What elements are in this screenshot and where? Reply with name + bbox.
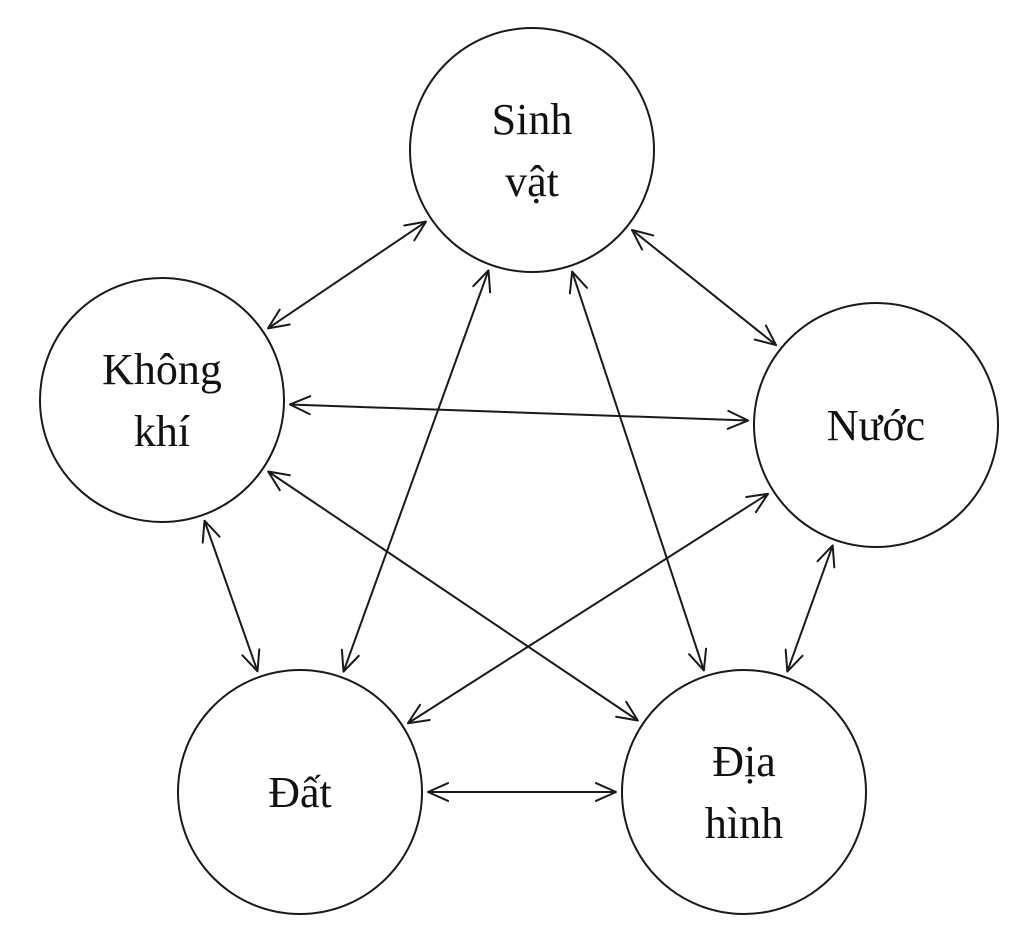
node-khong-khi: Không khí [39,277,285,523]
arrow-head-icon [241,648,261,673]
node-label: Nước [827,401,925,450]
arrow-head-icon [615,700,639,722]
arrow-head-icon [267,470,291,492]
edge-khong-khi-dat [201,519,261,673]
arrow-head-icon [340,648,360,673]
edge-line [267,470,639,722]
edge-line [631,229,777,346]
edge-khong-khi-nuoc [288,395,750,430]
arrow-head-icon [403,220,427,242]
edge-dat-dia-hinh [427,782,617,802]
node-circle [177,669,423,915]
edge-sinh-vat-khong-khi [267,220,427,330]
arrow-head-icon [472,269,492,294]
edge-line [786,545,834,672]
node-label: Sinh [492,95,573,144]
node-dia-hinh: Địa hình [621,669,867,915]
arrow-head-icon [688,647,708,672]
arrow-head-icon [784,648,804,673]
edge-line [342,270,490,672]
edge-nuoc-dia-hinh [784,544,836,673]
node-label: Địa [712,737,776,786]
node-label: Đất [268,768,332,817]
node-circle [621,669,867,915]
node-nuoc: Nước [753,302,999,548]
node-label: khí [134,407,190,456]
arrow-head-icon [753,324,778,347]
arrow-head-icon [745,492,770,514]
edge-sinh-vat-dat [340,269,492,673]
arrow-head-icon [630,228,655,251]
edge-line [571,271,705,671]
edge-line [407,492,769,725]
edge-nuoc-dat [406,492,770,725]
edge-khong-khi-dia-hinh [267,470,639,722]
edge-line [203,520,259,672]
arrow-head-icon [568,270,588,295]
node-sinh-vat: Sinh vật [409,27,655,273]
arrow-head-icon [427,782,450,802]
node-label: Không [102,345,222,394]
arrow-head-icon [201,519,221,544]
arrow-head-icon [267,308,291,330]
edge-line [289,403,749,422]
edges-layer [201,220,836,802]
arrow-head-icon [816,544,836,569]
node-label: vật [505,157,559,206]
node-circle [753,302,999,548]
arrow-head-icon [406,703,431,725]
edge-sinh-vat-dia-hinh [568,270,708,672]
arrow-head-icon [594,782,617,802]
node-circle [39,277,285,523]
node-circle [409,27,655,273]
arrow-head-icon [726,409,750,430]
node-label: hình [705,799,783,848]
edge-sinh-vat-nuoc [630,228,778,347]
edge-line [267,220,427,330]
node-dat: Đất [177,669,423,915]
arrow-head-icon [288,395,312,416]
